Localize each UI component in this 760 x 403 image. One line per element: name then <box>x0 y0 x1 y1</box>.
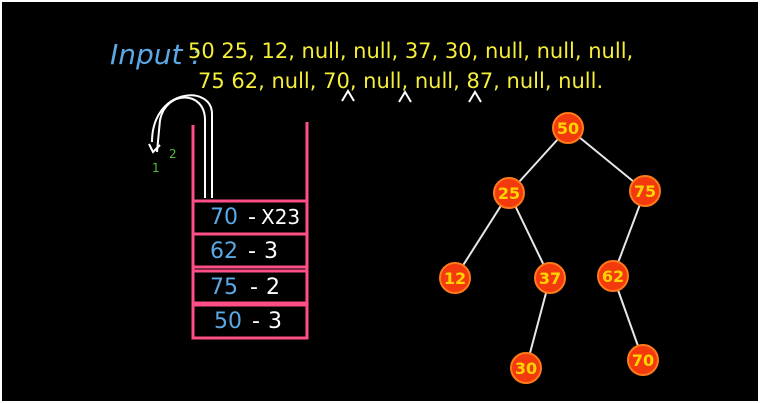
input-line-1: 50 25, 12, null, null, 37, 30, null, nul… <box>188 39 633 63</box>
tree-node-label: 25 <box>498 184 520 203</box>
stack-count: X23 <box>261 205 300 229</box>
tree-node: 30 <box>510 352 542 384</box>
stack-count: 3 <box>268 309 282 334</box>
tree-node-label: 30 <box>515 359 537 378</box>
tree-node: 25 <box>493 177 525 209</box>
tree-node-label: 12 <box>444 269 466 288</box>
tree-node-circle <box>534 262 566 294</box>
caret-marker-70 <box>341 89 355 102</box>
tree-edge <box>454 192 510 279</box>
tree-node: 62 <box>597 260 629 292</box>
tree-node: 75 <box>629 175 661 207</box>
tree-node-label: 50 <box>557 119 579 138</box>
stack-count: 3 <box>264 239 278 264</box>
tree-nodes: 50 25 75 12 37 62 30 70 <box>439 112 661 384</box>
stack-value: 62 <box>210 239 238 264</box>
tree-node: 12 <box>439 262 471 294</box>
tree-node-circle <box>629 175 661 207</box>
tree-edges <box>454 127 646 369</box>
tree-node-circle <box>510 352 542 384</box>
stack-separator: - <box>252 309 260 334</box>
arrow-label-2: 2 <box>169 147 177 161</box>
stack-cell <box>191 232 309 269</box>
stack-entry: 75 - 2 <box>210 275 280 300</box>
input-line-2: 75 62, null, 70, null, null, 87, null, n… <box>198 69 603 93</box>
stack-separator: - <box>248 239 256 264</box>
stack-separator: - <box>250 275 258 300</box>
stack-cell <box>191 269 309 305</box>
stack-separator: - <box>248 205 256 230</box>
tree-node-circle <box>552 112 584 144</box>
tree-edge <box>567 127 646 192</box>
stack-count: 2 <box>266 275 280 300</box>
curved-arrow-inner <box>151 94 213 198</box>
tree-node: 50 <box>552 112 584 144</box>
tree-node-circle <box>597 260 629 292</box>
tree-node-label: 37 <box>539 269 561 288</box>
tree-node-label: 75 <box>634 182 656 201</box>
input-label: Input : <box>110 38 201 71</box>
stack-entry: 70 - X23 <box>210 205 300 230</box>
arrowhead-icon <box>148 143 161 154</box>
stack-entry: 50 - 3 <box>214 309 282 334</box>
stack-cell <box>191 303 309 340</box>
caret-marker-null-2 <box>468 90 482 103</box>
tree-node: 70 <box>627 344 659 376</box>
stack-value: 50 <box>214 309 242 334</box>
stack-value: 70 <box>210 205 238 230</box>
tree-node: 37 <box>534 262 566 294</box>
tree-node-label: 70 <box>632 351 654 370</box>
tree-node-circle <box>439 262 471 294</box>
arrow-label-1: 1 <box>152 161 160 175</box>
stack-entry: 62 - 3 <box>210 239 278 264</box>
caret-marker-null-1 <box>398 90 412 103</box>
tree-node-label: 62 <box>602 267 624 286</box>
stack-value: 75 <box>210 275 238 300</box>
curved-arrow-outer <box>156 96 206 198</box>
tree-node-circle <box>493 177 525 209</box>
tree-node-circle <box>627 344 659 376</box>
